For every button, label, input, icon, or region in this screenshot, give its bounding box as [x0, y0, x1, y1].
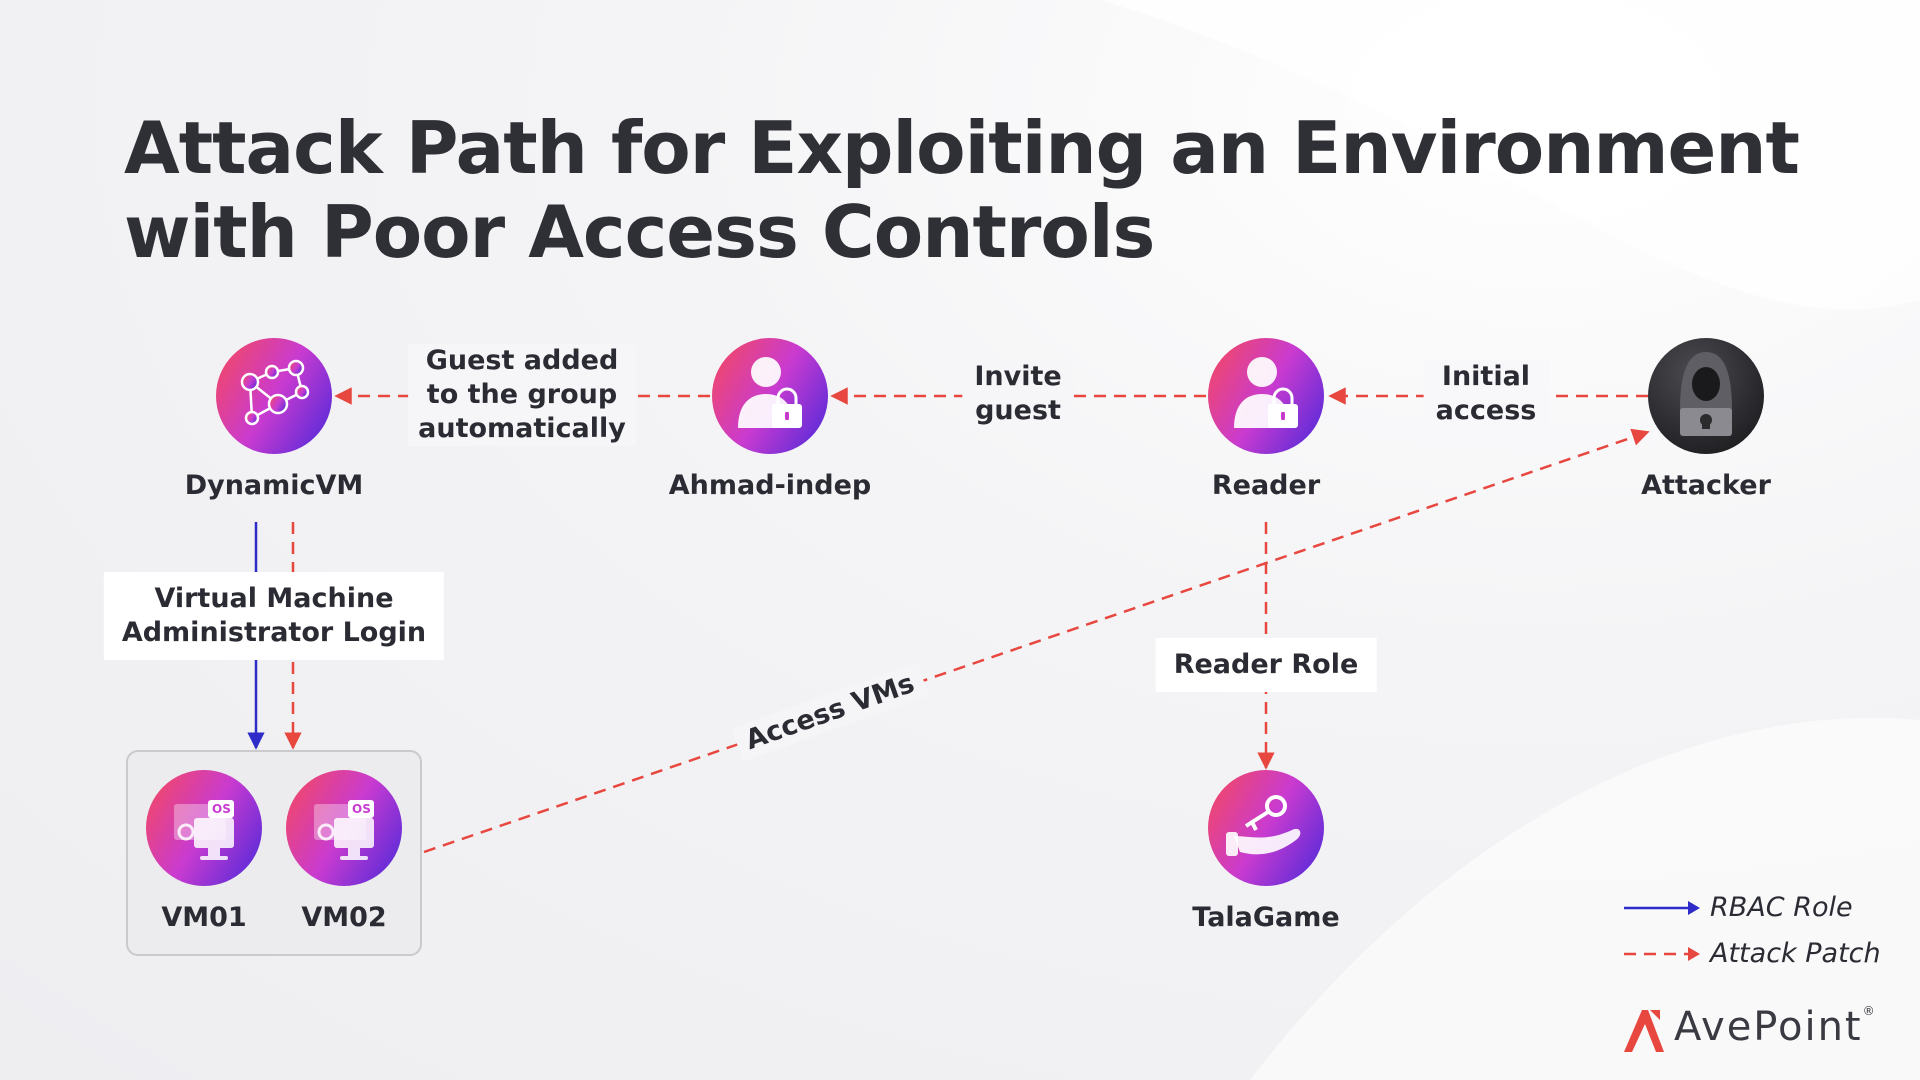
initial-access-label: Initial access: [1423, 360, 1549, 428]
vm02-label: VM02: [301, 902, 387, 933]
legend: RBAC Role Attack Patch: [1622, 888, 1902, 980]
dynamicvm-label: DynamicVM: [184, 470, 364, 501]
reader-label: Reader: [1211, 470, 1321, 501]
node-dynamicvm: [216, 338, 332, 454]
hooded-hacker-icon: [1680, 352, 1732, 436]
vm02-os-badge: OS: [352, 802, 371, 816]
monitor-os-icon: [174, 800, 234, 860]
title-line-2: with Poor Access Controls: [124, 190, 1155, 274]
legend-rbac-text: RBAC Role: [1710, 892, 1853, 923]
invite-guest-label: Invite guest: [962, 360, 1074, 428]
avepoint-logo: AvePoint®: [1620, 1004, 1900, 1060]
node-attacker: [1648, 338, 1764, 454]
legend-attack-text: Attack Patch: [1710, 938, 1881, 969]
legend-rbac-arrow: [1624, 901, 1700, 915]
guest-added-label: Guest added to the group automatically: [408, 344, 636, 446]
vm01-os-badge: OS: [212, 802, 231, 816]
node-vm01: [146, 770, 262, 886]
avepoint-logo-mark: [1624, 1010, 1664, 1052]
user-lock-icon: [738, 357, 802, 428]
network-group-icon: [240, 359, 310, 426]
reader-role-label: Reader Role: [1155, 638, 1377, 692]
edge-vms-to-attacker: [423, 428, 1650, 854]
legend-attack: Attack Patch: [1622, 934, 1902, 980]
node-ahmad-indep: [712, 338, 828, 454]
vm01-label: VM01: [161, 902, 247, 933]
attacker-label: Attacker: [1641, 470, 1771, 501]
monitor-os-icon: [314, 800, 374, 860]
node-vm02: [286, 770, 402, 886]
legend-rbac: RBAC Role: [1622, 888, 1902, 934]
ahmad-indep-label: Ahmad-indep: [668, 470, 872, 501]
page-title: Attack Path for Exploiting an Environmen…: [124, 106, 1824, 274]
node-talagame: [1208, 770, 1324, 886]
user-lock-icon: [1234, 357, 1298, 428]
talagame-label: TalaGame: [1192, 902, 1340, 933]
vm-admin-login-label: Virtual Machine Administrator Login: [103, 572, 445, 660]
node-reader: [1208, 338, 1324, 454]
legend-attack-arrow: [1624, 947, 1700, 961]
avepoint-logo-text: AvePoint®: [1674, 1004, 1877, 1050]
hand-key-icon: [1226, 795, 1301, 856]
title-line-1: Attack Path for Exploiting an Environmen…: [124, 106, 1800, 190]
